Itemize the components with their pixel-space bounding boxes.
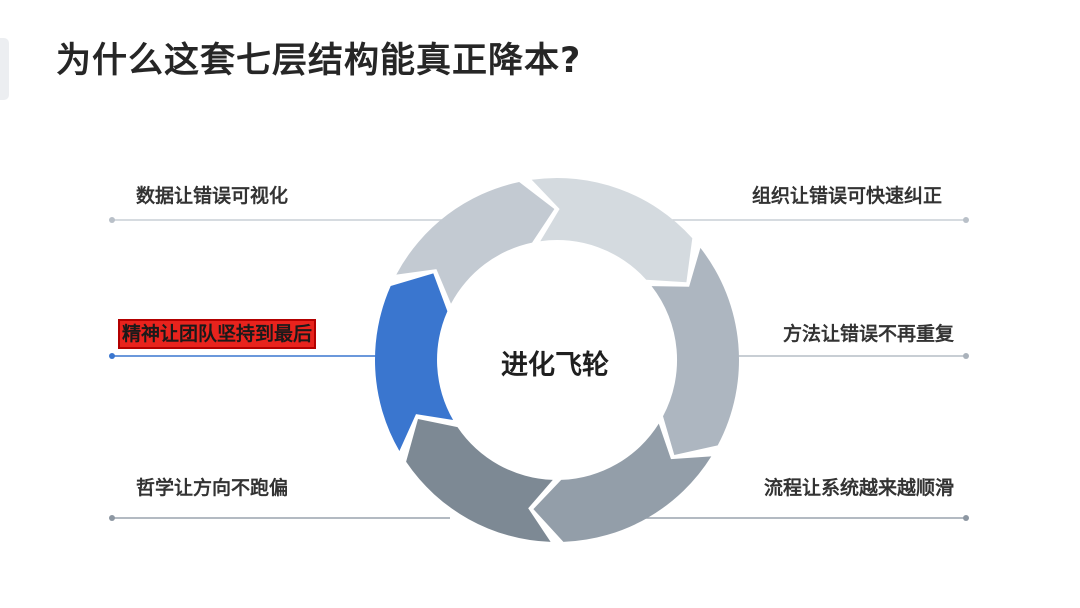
dot-left-bottom [109, 515, 115, 521]
center-label: 进化飞轮 [501, 350, 609, 381]
dot-right-top [963, 217, 969, 223]
page-title: 为什么这套七层结构能真正降本? [56, 41, 582, 81]
segment-top-right [531, 178, 693, 283]
segment-top-left [396, 182, 555, 304]
dot-left-top [109, 217, 115, 223]
side-tab [0, 38, 9, 100]
flywheel-ring [374, 178, 739, 542]
segment-right [651, 247, 739, 455]
label-left-middle: 精神让团队坚持到最后 [117, 319, 317, 349]
label-right-middle: 方法让错误不再重复 [782, 323, 954, 345]
label-right-bottom: 流程让系统越来越顺滑 [763, 477, 954, 499]
segment-bottom-right [533, 423, 712, 542]
connector-lines [109, 217, 969, 521]
label-left-top: 数据让错误可视化 [136, 185, 289, 207]
segment-left [374, 273, 454, 451]
label-right-top: 组织让错误可快速纠正 [751, 185, 942, 207]
dot-right-bottom [963, 515, 969, 521]
segment-bottom-left [406, 419, 553, 542]
label-left-bottom: 哲学让方向不跑偏 [136, 477, 289, 499]
dot-right-middle [963, 353, 969, 359]
dot-left-middle [109, 353, 115, 359]
